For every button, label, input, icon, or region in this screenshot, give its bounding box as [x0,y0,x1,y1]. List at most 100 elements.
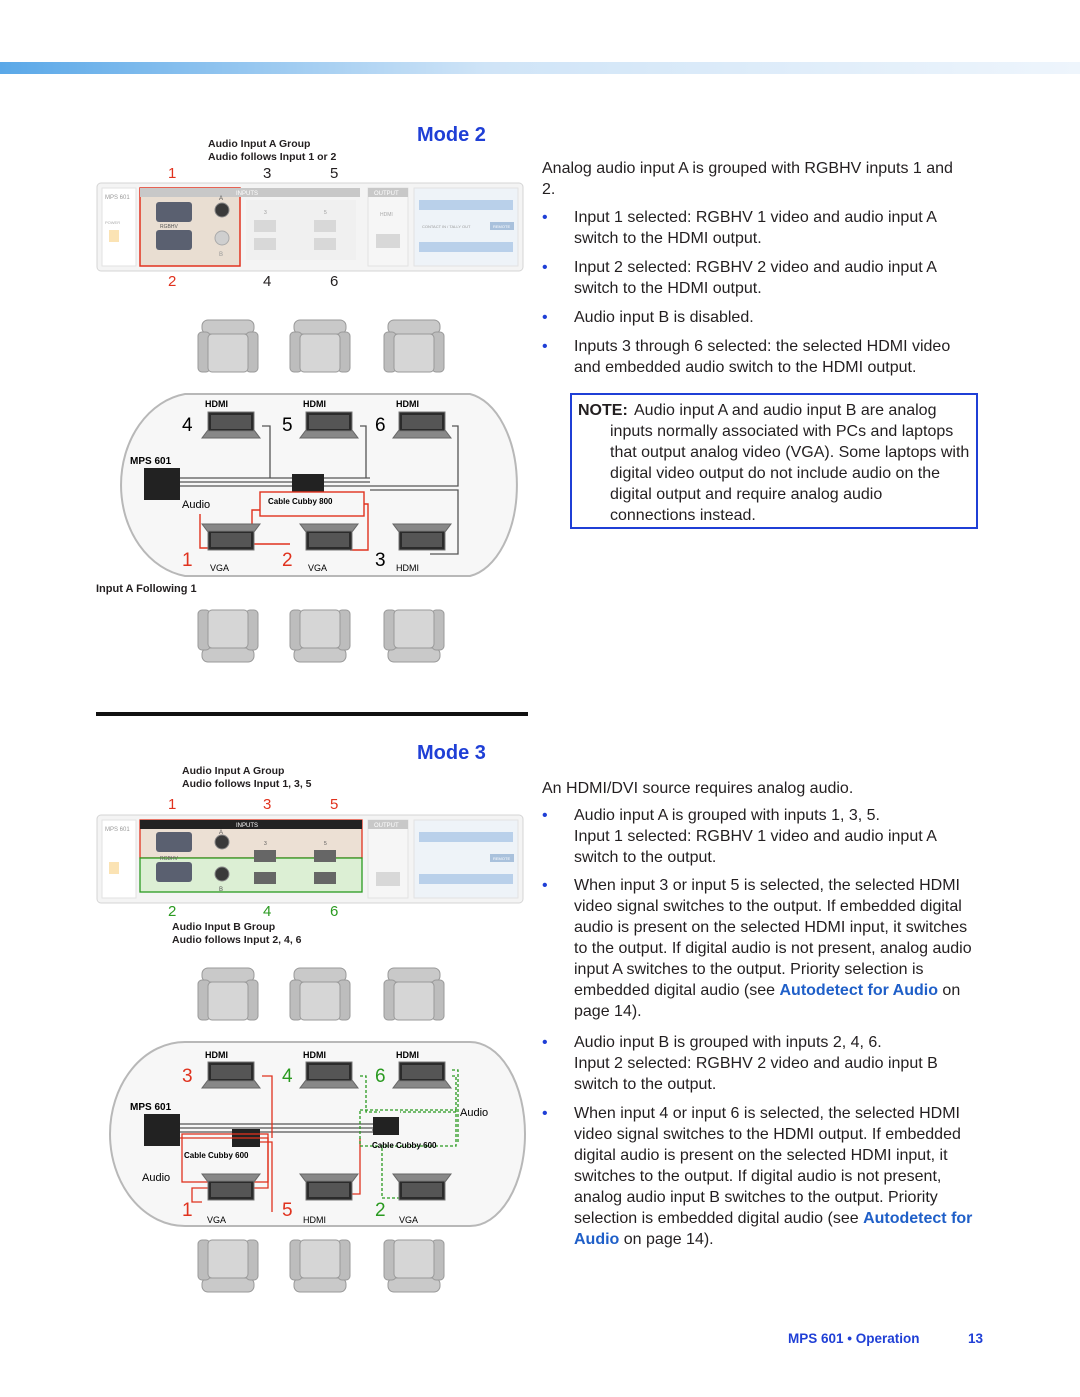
mode2-panel-rgbhv: RGBHV [160,224,178,230]
mode2-laptop-num-4: 4 [182,415,193,436]
mode3-room-diagram: HDMI HDMI HDMI 3 4 6 MPS 601 Audio Cable… [109,967,526,1293]
mode2-caption: Input A Following 1 [96,583,197,595]
mode3-laptop-num-5: 5 [282,1200,293,1221]
mode3-rear-panel: MPS 601 INPUTS RGBHV A B 3 5 OUTPUT REMO… [96,814,524,904]
mode3-mps-label: MPS 601 [130,1102,172,1113]
mode3-laptop-num-2: 2 [375,1200,386,1221]
mode3-group-b-label-1: Audio Input B Group [172,921,276,933]
note-box: NOTE: Audio input A and audio input B ar… [570,393,978,529]
mode3-cubby-left-label: Cable Cubby 600 [184,1151,249,1160]
mode3-hdmi-3: HDMI [396,1050,419,1060]
chair-icon [383,967,445,1021]
laptop-icon [201,411,261,439]
mode3-hdmi-bottom: HDMI [303,1215,326,1225]
mode2-hdmi-2: HDMI [303,399,326,409]
mode3-panel-rgbhv: RGBHV [160,856,178,862]
chair-icon [197,609,259,663]
laptop-icon [201,1173,261,1201]
bullet-icon: • [542,309,548,326]
chair-icon [289,319,351,373]
footer-page-number: 13 [968,1331,984,1346]
mode3-panel-inputs: INPUTS [236,823,258,829]
mode2-laptop-num-6: 6 [375,415,386,436]
svg-text:3: 3 [264,210,267,216]
bullet-icon: • [542,259,548,276]
mode2-rear-panel: MPS 601 POWER INPUTS RGBHV A B 3 5 OUTPU… [96,182,524,272]
mode3-bottom-num-4: 4 [263,903,272,920]
laptop-icon [201,523,261,551]
svg-text:3: 3 [264,841,267,847]
mode3-bullet-text: When input 4 or input 6 is selected, the… [574,1105,961,1227]
mode2-hdmi-bottom: HDMI [396,563,419,573]
mode2-panel-inputs: INPUTS [236,191,258,197]
mode3-group-a-label-1: Audio Input A Group [182,765,285,777]
laptop-icon [392,411,452,439]
mode3-laptop-num-6: 6 [375,1066,386,1087]
chair-icon [383,319,445,373]
chair-icon [197,1239,259,1293]
mode3-bullet-sub: Input 1 selected: RGBHV 1 video and audi… [574,828,937,866]
note-label: NOTE: [578,402,628,419]
footer-title: MPS 601 • Operation [788,1331,920,1346]
mode3-hdmi-1: HDMI [205,1050,228,1060]
svg-text:B: B [219,252,223,258]
chair-icon [383,1239,445,1293]
mode2-bullet-text: Audio input B is disabled. [574,309,754,326]
mode3-hdmi-2: HDMI [303,1050,326,1060]
mode3-laptop-num-4: 4 [282,1066,293,1087]
mode2-laptop-num-2: 2 [282,550,293,571]
mode2-panel-power: POWER [105,220,120,225]
mode2-laptop-num-3: 3 [375,550,386,571]
mode2-group-label-2: Audio follows Input 1 or 2 [208,151,337,163]
mode2-group-label-1: Audio Input A Group [208,138,311,150]
mode3-top-num-5: 5 [330,796,339,813]
mode2-mps-label: MPS 601 [130,456,172,467]
mode3-panel-output: OUTPUT [374,823,399,829]
mode3-bottom-num-2: 2 [168,903,177,920]
bullet-icon: • [542,1105,548,1122]
mode3-group-b-label-2: Audio follows Input 2, 4, 6 [172,934,302,946]
mode2-panel-output: OUTPUT [374,191,399,197]
mode2-vga-1: VGA [210,563,229,573]
autodetect-link[interactable]: Autodetect for Audio [574,1210,973,1248]
section-divider [96,712,528,716]
svg-text:5: 5 [324,210,327,216]
mode3-bullet: • Audio input A is grouped with inputs 1… [542,805,972,868]
chair-icon [289,609,351,663]
laptop-icon [299,523,359,551]
mode2-laptop-num-1: 1 [182,550,193,571]
mode2-bullet-text: Input 2 selected: RGBHV 2 video and audi… [574,259,937,297]
mode3-audio-right-label: Audio [460,1107,488,1119]
svg-text:B: B [219,887,223,893]
mode3-group-a-label: Audio Input A Group Audio follows Input … [182,765,312,791]
chair-icon [289,967,351,1021]
mode3-panel-remote: REMOTE [493,856,510,861]
mode2-bottom-num-2: 2 [168,273,177,290]
mode2-vga-2: VGA [308,563,327,573]
mode2-room-diagram: HDMI HDMI HDMI 4 5 6 MPS 601 Audio Cable… [120,319,518,577]
laptop-icon [392,1061,452,1089]
bullet-icon: • [542,1034,548,1051]
bullet-icon: • [542,338,548,355]
mode3-bullet-text: When input 3 or input 5 is selected, the… [574,877,972,999]
mode2-cubby-label: Cable Cubby 800 [268,497,333,506]
mode3-top-num-3: 3 [263,796,272,813]
bullet-icon: • [542,209,548,226]
mode3-group-b-label: Audio Input B Group Audio follows Input … [172,921,302,947]
mode3-title: Mode 3 [417,742,486,764]
mode3-cubby-right-label: Cable Cubby 600 [372,1141,437,1150]
mode2-panel-contact: CONTACT IN / TALLY OUT [422,224,471,229]
laptop-icon [299,1061,359,1089]
mode2-panel-hdmi: HDMI [380,212,393,218]
mode2-audio-label: Audio [182,499,210,511]
mode2-panel-remote: REMOTE [493,224,510,229]
mode3-bullet-text-end: on page 14). [574,982,961,1020]
chair-icon [197,319,259,373]
mode2-bottom-chairs [197,609,445,663]
mode3-bullet-text-end: on page 14). [619,1231,714,1248]
laptop-icon [201,1061,261,1089]
mode3-laptop-num-1: 1 [182,1200,193,1221]
mode2-hdmi-1: HDMI [205,399,228,409]
autodetect-link[interactable]: Autodetect for Audio [779,982,938,999]
laptop-icon [392,1173,452,1201]
